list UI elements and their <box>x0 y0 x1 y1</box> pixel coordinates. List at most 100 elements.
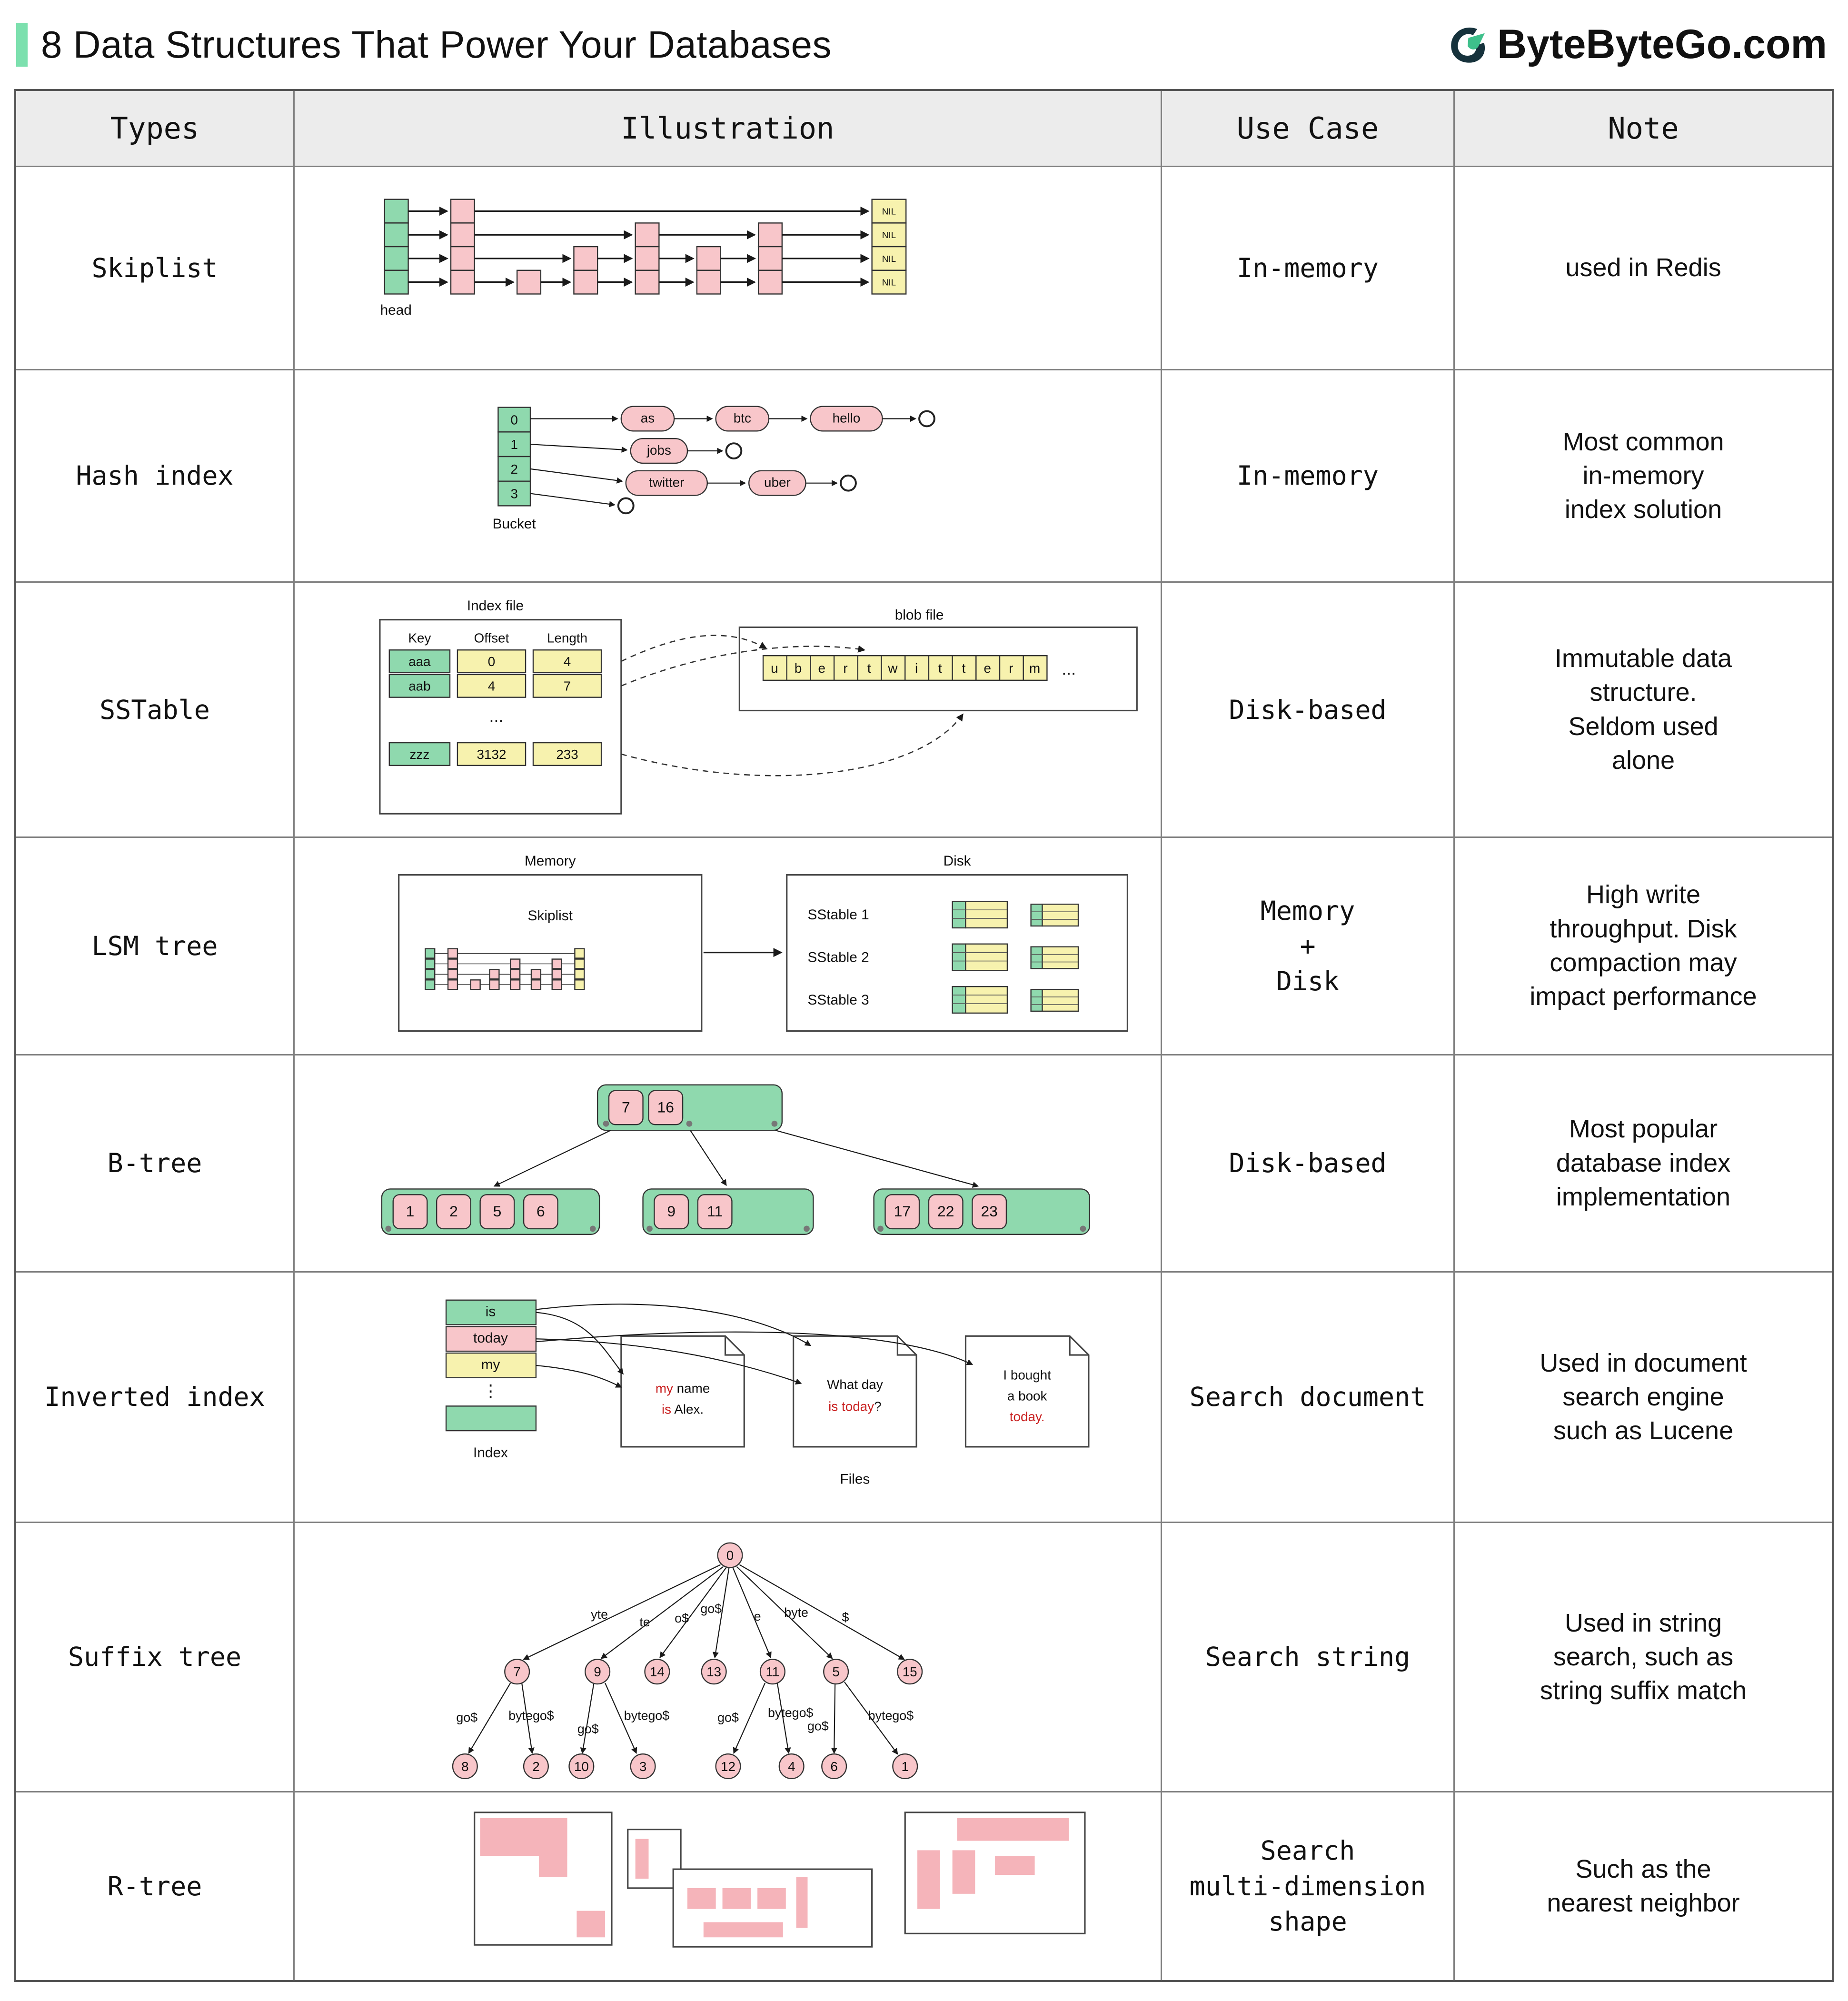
bucket-slot: 0 <box>510 412 517 427</box>
blob-char: e <box>984 661 991 676</box>
suffix-tree-illustration: yte te o$ go$ e byte $ go$ bytego$ go$ <box>452 1542 923 1780</box>
brand-name: ByteByteGo.com <box>1497 21 1827 67</box>
skiplist-head-label: head <box>380 302 412 318</box>
sstable-key: aab <box>408 679 430 694</box>
offset-header: Offset <box>474 631 509 646</box>
doc-line: What day <box>827 1377 883 1392</box>
doc-line: my name <box>656 1381 710 1396</box>
suffix-leaf: 10 <box>574 1759 589 1774</box>
cell-usecase-btree: Disk-based <box>1162 1055 1455 1273</box>
suffix-edge-label: go$ <box>456 1711 477 1725</box>
doc-line: is Alex. <box>662 1402 704 1416</box>
hash-key: jobs <box>646 443 671 458</box>
cell-type-hash-index: Hash index <box>16 370 295 583</box>
data-structures-table: Types Illustration Use Case Note Skiplis… <box>14 89 1834 1982</box>
nil-label: NIL <box>882 207 896 217</box>
page-title: 8 Data Structures That Power Your Databa… <box>41 23 832 66</box>
inverted-index-illustration: is today my ⋮ Index my name is Alex. Wha… <box>445 1299 1090 1487</box>
sstable-length: 7 <box>564 679 571 694</box>
suffix-leaf: 2 <box>532 1759 539 1774</box>
hash-key: btc <box>734 410 751 425</box>
cell-note-inverted-index: Used in document search engine such as L… <box>1455 1273 1832 1523</box>
cell-usecase-sstable: Disk-based <box>1162 583 1455 838</box>
suffix-node: 5 <box>832 1664 839 1679</box>
cell-type-rtree: R-tree <box>16 1792 295 1980</box>
blob-char: e <box>818 661 825 676</box>
btree-key: 11 <box>707 1203 723 1220</box>
suffix-leaf: 12 <box>721 1759 735 1774</box>
rtree-illustration <box>474 1812 1086 1948</box>
blob-file-label: blob file <box>895 607 944 623</box>
cell-illustration-hash-index: 0 1 2 3 Bucket as btc hello jobs twitt <box>295 370 1162 583</box>
cell-type-lsm-tree: LSM tree <box>16 838 295 1055</box>
key-header: Key <box>408 631 431 646</box>
cell-type-btree: B-tree <box>16 1055 295 1273</box>
doc-line: is today? <box>828 1399 881 1414</box>
blob-char: w <box>887 661 898 676</box>
cell-note-sstable: Immutable data structure. Seldom used al… <box>1455 583 1832 838</box>
cell-illustration-inverted-index: is today my ⋮ Index my name is Alex. Wha… <box>295 1273 1162 1523</box>
column-header-illustration: Illustration <box>295 91 1162 167</box>
sstable-ellipsis: ... <box>489 707 504 726</box>
suffix-leaf: 4 <box>788 1759 795 1774</box>
blob-ellipsis: ... <box>1062 659 1076 678</box>
column-header-types: Types <box>16 91 295 167</box>
brand: ByteByteGo.com <box>1446 21 1827 68</box>
index-file-label: Index file <box>467 598 524 614</box>
bucket-slot: 3 <box>510 486 517 501</box>
sstable-length: 4 <box>564 654 571 669</box>
suffix-edge-label: go$ <box>807 1719 829 1733</box>
suffix-edge-label: bytego$ <box>868 1709 914 1723</box>
suffix-edge-label: bytego$ <box>624 1709 670 1723</box>
suffix-node: 0 <box>726 1548 734 1563</box>
cell-note-btree: Most popular database index implementati… <box>1455 1055 1832 1273</box>
btree-key: 16 <box>657 1098 674 1115</box>
skiplist-illustration: NIL NIL NIL NIL head <box>380 199 907 318</box>
nil-label: NIL <box>882 278 896 288</box>
suffix-edge-label: go$ <box>717 1711 739 1725</box>
sstable-offset: 3132 <box>477 747 507 762</box>
btree-key: 17 <box>894 1203 911 1220</box>
btree-key: 1 <box>406 1203 415 1220</box>
doc-line: I bought <box>1003 1368 1051 1383</box>
btree-key: 7 <box>622 1098 630 1115</box>
nil-label: NIL <box>882 254 896 264</box>
suffix-leaf: 3 <box>639 1759 646 1774</box>
btree-illustration: 7 16 1 2 5 6 9 11 17 22 23 <box>381 1084 1091 1235</box>
blob-char: i <box>915 661 918 676</box>
page-header: 8 Data Structures That Power Your Databa… <box>14 14 1834 89</box>
suffix-edge-label: bytego$ <box>768 1706 814 1720</box>
btree-key: 2 <box>449 1203 458 1220</box>
cell-note-hash-index: Most common in-memory index solution <box>1455 370 1832 583</box>
index-label: Index <box>473 1445 508 1461</box>
blob-char: u <box>771 661 778 676</box>
btree-key: 9 <box>667 1203 676 1220</box>
index-term: today <box>473 1330 508 1346</box>
bytebytego-logo-icon <box>1451 27 1485 63</box>
hash-key: hello <box>833 410 861 425</box>
suffix-node: 14 <box>650 1664 665 1679</box>
suffix-edge-label: te <box>639 1615 650 1629</box>
cell-note-suffix-tree: Used in string search, such as string su… <box>1455 1523 1832 1792</box>
suffix-edge-label: e <box>754 1609 761 1623</box>
cell-illustration-btree: 7 16 1 2 5 6 9 11 17 22 23 <box>295 1055 1162 1273</box>
blob-char: m <box>1029 661 1040 676</box>
cell-illustration-skiplist: NIL NIL NIL NIL head <box>295 167 1162 370</box>
sstable-illustration: Index file Key Offset Length aaa 0 4 aab… <box>379 598 1138 815</box>
sstable-key: zzz <box>410 747 430 762</box>
memory-label: Memory <box>525 853 576 869</box>
suffix-node: 9 <box>594 1664 601 1679</box>
doc-line: a book <box>1007 1389 1047 1404</box>
cell-type-suffix-tree: Suffix tree <box>16 1523 295 1792</box>
suffix-edge-label: bytego$ <box>508 1709 554 1723</box>
cell-note-rtree: Such as the nearest neighbor <box>1547 1854 1740 1917</box>
suffix-edge-label: yte <box>591 1607 608 1622</box>
files-label: Files <box>840 1472 870 1487</box>
blob-char: t <box>938 661 942 676</box>
index-term: is <box>486 1304 496 1320</box>
cell-type-inverted-index: Inverted index <box>16 1273 295 1523</box>
suffix-edge-label: o$ <box>675 1611 689 1625</box>
index-term: my <box>481 1357 500 1373</box>
sstable-item: SStable 1 <box>807 907 869 923</box>
suffix-node: 7 <box>513 1664 520 1679</box>
